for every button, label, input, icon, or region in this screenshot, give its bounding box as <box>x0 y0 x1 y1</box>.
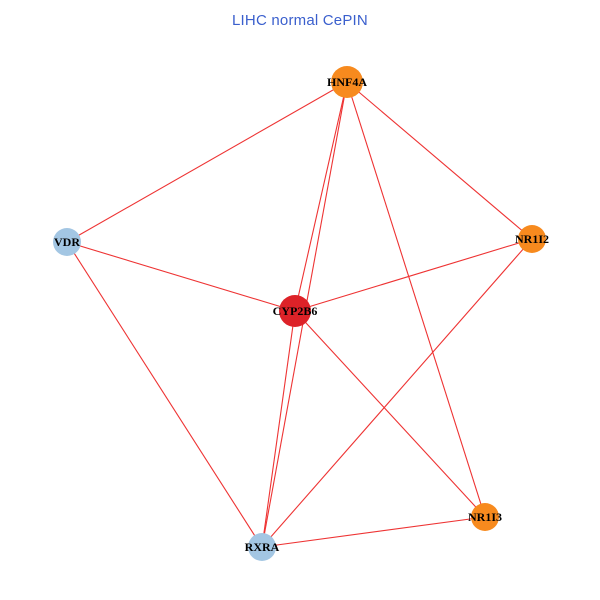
edge-CYP2B6-NR1I3 <box>294 310 486 518</box>
edge-NR1I3-RXRA <box>261 516 486 548</box>
edge-CYP2B6-RXRA <box>261 310 296 548</box>
edge-HNF4A-NR1I3 <box>346 81 486 518</box>
node-VDR[interactable] <box>53 228 81 256</box>
node-CYP2B6[interactable] <box>279 295 311 327</box>
node-NR1I2[interactable] <box>518 225 546 253</box>
edge-CYP2B6-HNF4A <box>294 81 348 312</box>
edge-CYP2B6-VDR <box>66 241 296 312</box>
node-RXRA[interactable] <box>248 533 276 561</box>
chart-title: LIHC normal CePIN <box>232 12 368 29</box>
node-NR1I3[interactable] <box>471 503 499 531</box>
edge-HNF4A-NR1I2 <box>346 81 533 240</box>
edge-VDR-RXRA <box>66 241 263 548</box>
edge-HNF4A-VDR <box>66 81 348 243</box>
edge-CYP2B6-NR1I2 <box>294 238 533 312</box>
edge-NR1I2-RXRA <box>261 238 533 548</box>
node-HNF4A[interactable] <box>331 66 363 98</box>
